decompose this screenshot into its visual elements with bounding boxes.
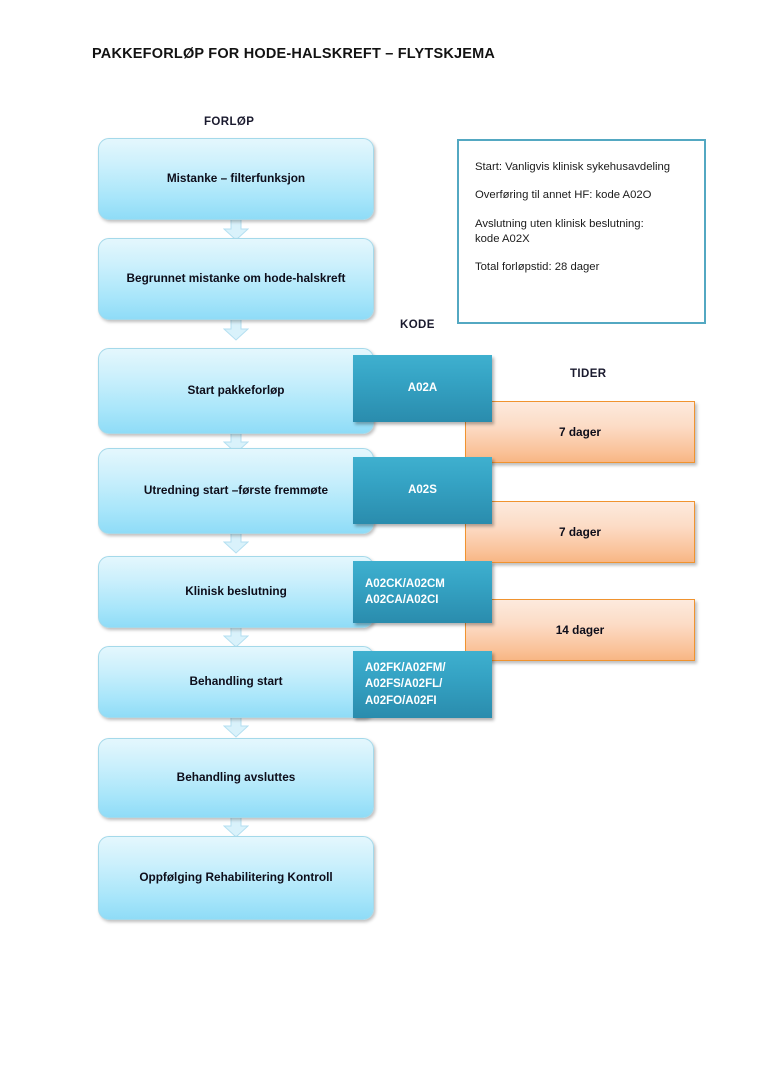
flow-step-label: Begrunnet mistanke om hode-halskreft <box>126 271 346 286</box>
flow-step-begrunnet-mistanke[interactable]: Begrunnet mistanke om hode-halskreft <box>98 238 374 320</box>
time-box-7-dager-1[interactable]: 7 dager <box>465 401 695 463</box>
arrow-down-icon <box>223 532 249 554</box>
code-box-a02s[interactable]: A02S <box>353 457 492 524</box>
flow-step-label: Mistanke – filterfunksjon <box>166 171 306 186</box>
info-line-avslutning: Avslutning uten klinisk beslutning: kode… <box>475 217 644 245</box>
column-header-kode: KODE <box>400 319 435 331</box>
time-box-label: 14 dager <box>555 623 605 637</box>
time-box-label: 7 dager <box>559 425 601 439</box>
flow-step-label: Behandling avsluttes <box>176 770 296 785</box>
info-line-total-forlopstid: Total forløpstid: 28 dager <box>475 261 600 273</box>
time-box-label: 7 dager <box>559 525 601 539</box>
arrow-down-icon <box>223 319 249 341</box>
code-box-label: A02S <box>408 484 437 497</box>
time-box-7-dager-2[interactable]: 7 dager <box>465 501 695 563</box>
flow-step-mistanke-filterfunksjon[interactable]: Mistanke – filterfunksjon <box>98 138 374 220</box>
info-box: Start: Vanligvis klinisk sykehusavdeling… <box>457 139 706 324</box>
flow-step-label: Start pakkeforløp <box>187 383 285 398</box>
arrow-down-icon <box>223 626 249 648</box>
flow-step-label: Oppfølging Rehabilitering Kontroll <box>139 870 333 885</box>
code-box-label: A02A <box>407 382 438 395</box>
flow-step-oppfolging-rehabilitering-kontroll[interactable]: Oppfølging Rehabilitering Kontroll <box>98 836 374 920</box>
flow-step-behandling-start[interactable]: Behandling start <box>98 646 374 718</box>
arrow-down-icon <box>223 219 249 241</box>
flow-step-klinisk-beslutning[interactable]: Klinisk beslutning <box>98 556 374 628</box>
flow-step-label: Behandling start <box>189 674 283 689</box>
flow-step-behandling-avsluttes[interactable]: Behandling avsluttes <box>98 738 374 818</box>
code-box-a02c-group[interactable]: A02CK/A02CM A02CA/A02CI <box>353 561 492 623</box>
flow-step-start-pakkeforlop[interactable]: Start pakkeforløp <box>98 348 374 434</box>
flow-step-label: Klinisk beslutning <box>185 584 287 599</box>
arrow-down-icon <box>223 816 249 838</box>
code-box-a02a[interactable]: A02A <box>353 355 492 422</box>
code-box-a02f-group[interactable]: A02FK/A02FM/ A02FS/A02FL/ A02FO/A02FI <box>353 651 492 718</box>
code-box-label: A02FK/A02FM/ A02FS/A02FL/ A02FO/A02FI <box>365 662 446 707</box>
flow-step-label: Utredning start –første fremmøte <box>143 483 329 498</box>
flow-step-utredning-start[interactable]: Utredning start –første fremmøte <box>98 448 374 534</box>
code-box-label: A02CK/A02CM A02CA/A02CI <box>365 577 445 606</box>
info-line-start: Start: Vanligvis klinisk sykehusavdeling <box>475 161 671 173</box>
time-box-14-dager[interactable]: 14 dager <box>465 599 695 661</box>
info-line-overforing: Overføring til annet HF: kode A02O <box>475 189 652 202</box>
arrow-down-icon <box>223 716 249 738</box>
column-header-tider: TIDER <box>570 368 607 380</box>
page-title: PAKKEFORLØP FOR HODE-HALSKREFT – FLYTSKJ… <box>92 46 496 62</box>
column-header-forlop: FORLØP <box>204 116 255 128</box>
